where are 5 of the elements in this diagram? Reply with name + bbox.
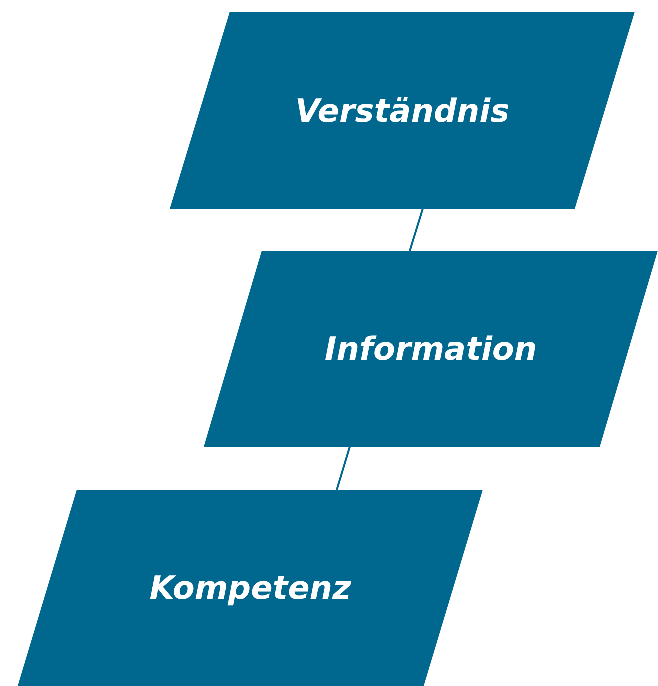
node-label: Kompetenz <box>150 569 352 607</box>
connector-line <box>409 208 424 252</box>
node-label: Verständnis <box>295 92 510 130</box>
connector-line <box>336 446 351 490</box>
node-label: Information <box>324 330 538 368</box>
